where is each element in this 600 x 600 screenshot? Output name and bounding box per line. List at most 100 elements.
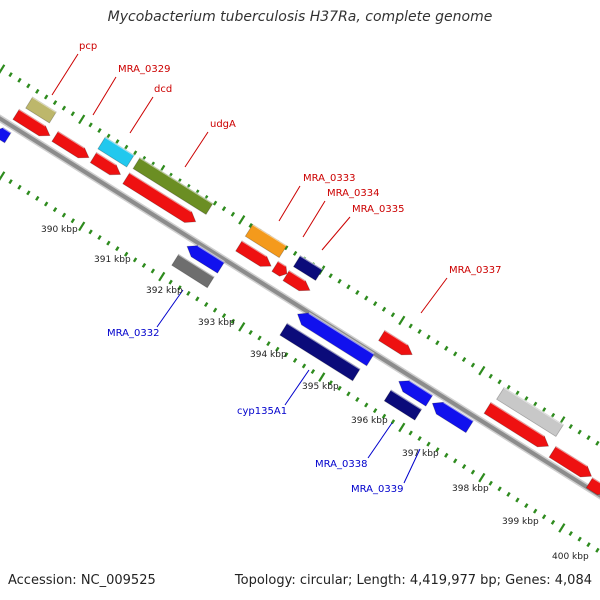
gc-row-lower-tick [257,335,262,341]
gene-pcp-highlight [32,96,57,113]
gc-row-upper-tick [568,423,573,430]
gc-row-lower-tick [470,469,476,475]
scale-ticks: 390 kbp 391 kbp 392 kbp 393 kbp 394 kbp … [41,225,589,562]
gc-row-lower-tick [346,391,351,397]
gc-row-upper-tick [346,284,351,290]
gc-row-lower-tick [17,184,22,190]
gc-row-lower-tick [150,268,156,274]
gene-label-mra0337[interactable]: MRA_0337 [449,265,501,276]
leader-dcd [129,96,154,134]
gc-row-lower-tick [310,369,316,375]
gc-row-upper-tick [212,200,218,206]
gc-row-lower-tick [70,218,76,224]
gc-row-lower-tick [452,458,458,464]
gc-row-upper-tick [97,127,102,133]
gc-row-lower-tick [497,486,502,492]
gene-forward-10 [585,477,600,496]
gc-row-upper-tick [0,64,6,74]
gc-row-lower-tick [301,363,307,369]
gc-row-upper-tick [78,114,86,125]
tick-label-391: 391 kbp [94,255,131,265]
tick-label-394: 394 kbp [250,350,287,360]
leader-mra0338 [367,422,393,459]
gene-label-mra0338[interactable]: MRA_0338 [315,459,367,470]
gc-row-lower-tick [318,372,326,382]
gc-row-upper-tick [17,77,22,83]
gc-row-upper-tick [248,222,253,228]
tick-label-393: 393 kbp [198,318,235,328]
gene-label-mra0334[interactable]: MRA_0334 [327,188,379,199]
map-title: Mycobacterium tuberculosis H37Ra, comple… [107,9,493,25]
gc-row-upper-tick [52,100,58,106]
gene-udga-highlight [139,156,214,205]
gc-row-lower-tick [524,503,529,509]
gene-forward-6-highlight [288,269,306,282]
gc-row-lower-tick [88,229,93,235]
gene-mra0337 [378,329,413,356]
gene-forward-5-highlight [241,239,268,258]
gc-row-upper-tick [337,278,342,284]
gc-row-upper-tick [461,356,467,362]
gc-row-lower-tick [195,296,200,302]
gc-row-upper-tick [292,250,298,256]
gc-row-lower-tick [568,530,573,537]
leader-pcp [51,53,79,96]
gene-label-dcd[interactable]: dcd [154,84,172,95]
gene-mra0333-highlight [252,223,288,247]
gc-row-lower-tick [532,508,538,514]
gc-row-lower-tick [292,357,298,363]
gc-row-lower-tick [221,313,227,319]
tick-label-397: 397 kbp [402,449,439,459]
leader-cyp135a1 [284,369,310,406]
accession-text: Accession: NC_009525 [8,573,156,588]
gc-row-upper-tick [478,365,486,376]
tick-label-390: 390 kbp [41,225,78,235]
gc-row-lower-tick [0,171,6,181]
gene-forward-8-highlight [490,401,545,437]
gc-row-lower-tick [132,257,138,263]
gene-label-mra0332[interactable]: MRA_0332 [107,328,159,339]
gc-row-upper-tick [408,323,413,329]
gene-label-mra0339[interactable]: MRA_0339 [351,484,403,495]
gc-row-lower-tick [8,179,13,185]
genome-backbone [0,114,600,500]
gene-label-mra0335[interactable]: MRA_0335 [352,204,404,215]
gc-row-upper-tick [284,245,289,251]
gc-row-lower-tick [390,419,396,425]
gc-row-lower-tick [328,380,333,386]
gene-mra0337-highlight [384,329,409,346]
gc-row-lower-tick [61,212,67,218]
gene-labels: pcp MRA_0329 dcd udgA MRA_0333 MRA_0334 … [79,41,501,495]
gene-label-pcp[interactable]: pcp [79,41,97,52]
gene-forward-2-highlight [57,130,86,149]
gc-row-upper-tick [26,83,31,89]
gc-row-upper-tick [595,440,600,446]
gene-label-mra0329[interactable]: MRA_0329 [118,64,170,75]
gc-row-upper-tick [426,334,431,340]
gc-row-upper-tick [452,351,458,357]
gc-row-lower-tick [398,422,406,433]
gc-row-lower-tick [275,346,280,352]
gene-label-cyp135a1[interactable]: cyp135A1 [237,406,287,417]
gc-row-lower-tick [550,519,556,525]
gc-row-upper-tick [435,340,440,346]
gc-row-lower-tick [106,240,111,246]
gc-row-upper-tick [577,429,582,435]
gene-label-udga[interactable]: udgA [210,119,236,130]
gc-row-lower-tick [558,523,566,533]
gc-row-lower-tick [381,413,387,419]
gc-row-lower-tick [123,251,129,257]
gene-label-mra0333[interactable]: MRA_0333 [303,173,355,184]
gc-row-lower-tick [204,302,209,308]
gc-row-upper-tick [398,315,406,326]
genome-summary-text: Topology: circular; Length: 4,419,977 bp… [234,573,592,588]
gc-row-upper-tick [372,301,378,307]
tick-label-392: 392 kbp [146,286,183,296]
gc-row-lower-tick [26,190,31,196]
gc-row-lower-tick [408,430,413,436]
gc-row-lower-tick [595,547,600,553]
gc-row-lower-tick [337,385,342,391]
gc-row-lower-tick [506,491,511,497]
